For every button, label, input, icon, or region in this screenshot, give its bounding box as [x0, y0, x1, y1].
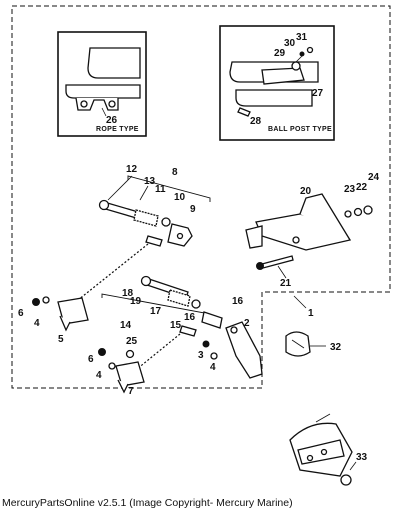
- callout-7: 7: [128, 386, 134, 397]
- leader-21: [277, 265, 287, 279]
- callout-33: 33: [356, 452, 368, 463]
- callout-30: 30: [284, 38, 296, 49]
- callout-28: 28: [250, 116, 262, 127]
- callout-29: 29: [274, 48, 286, 59]
- lever-2: [225, 321, 263, 379]
- cable-housing-20: [245, 193, 352, 251]
- callout-8: 8: [172, 167, 178, 178]
- screw-6-washer-4-upper: [32, 296, 50, 306]
- callout-2: 2: [244, 318, 250, 329]
- leader-13: [139, 185, 149, 201]
- washers-22-23-24: [344, 205, 373, 218]
- callout-5: 5: [58, 334, 64, 345]
- callout-20: 20: [300, 186, 312, 197]
- screw-3-washer-4-right: [202, 340, 218, 360]
- callout-10: 10: [174, 192, 186, 203]
- screw-6-washer-4-lower-nut-25: [98, 348, 135, 370]
- callout-26: 26: [106, 115, 118, 126]
- callout-9: 9: [190, 204, 196, 215]
- leader-12: [107, 175, 133, 201]
- upper-cable-end-parts: [98, 199, 193, 247]
- callout-1: 1: [308, 308, 314, 319]
- callout-14: 14: [120, 320, 132, 331]
- callout-17: 17: [150, 306, 162, 317]
- callout-21: 21: [280, 278, 292, 289]
- callout-4-upper: 4: [34, 318, 40, 329]
- callout-6-upper: 6: [18, 308, 24, 319]
- footer-copyright: MercuryPartsOnline v2.5.1 (Image Copyrig…: [2, 497, 293, 509]
- callout-18: 18: [122, 288, 134, 299]
- ball-post-type-inset-drawing: [229, 46, 319, 117]
- callout-23: 23: [344, 184, 356, 195]
- callout-31: 31: [296, 32, 308, 43]
- anchor-bracket-7: [115, 361, 145, 394]
- callout-22: 22: [356, 182, 368, 193]
- anchor-bracket-5: [57, 297, 89, 332]
- callout-24: 24: [368, 172, 380, 183]
- lower-cable-end-parts: [140, 275, 223, 337]
- upper-cable: [77, 243, 149, 301]
- callout-15: 15: [170, 320, 182, 331]
- callout-27: 27: [312, 88, 324, 99]
- callout-16-a: 16: [184, 312, 196, 323]
- screw-21: [256, 255, 294, 270]
- rope-type-inset-drawing: [65, 47, 141, 117]
- cap-33: [340, 474, 352, 486]
- callout-16-b: 16: [232, 296, 244, 307]
- callout-19: 19: [130, 296, 142, 307]
- ball-post-type-caption: BALL POST TYPE: [268, 126, 332, 133]
- leader-1: [293, 295, 307, 309]
- engine-corner-view: [289, 413, 353, 477]
- bracket-8: [127, 175, 211, 202]
- callout-4-right: 4: [210, 362, 216, 373]
- knob-32: [285, 331, 311, 357]
- callout-32: 32: [330, 342, 342, 353]
- callout-11: 11: [155, 184, 166, 195]
- callout-12: 12: [126, 164, 138, 175]
- callout-13: 13: [144, 176, 156, 187]
- assembly-boundary: [11, 5, 391, 389]
- callout-25: 25: [126, 336, 138, 347]
- callout-6-lower: 6: [88, 354, 94, 365]
- callout-4-lower: 4: [96, 370, 102, 381]
- rope-type-caption: ROPE TYPE: [96, 126, 139, 133]
- leader-33: [349, 461, 357, 471]
- callout-3: 3: [198, 350, 204, 361]
